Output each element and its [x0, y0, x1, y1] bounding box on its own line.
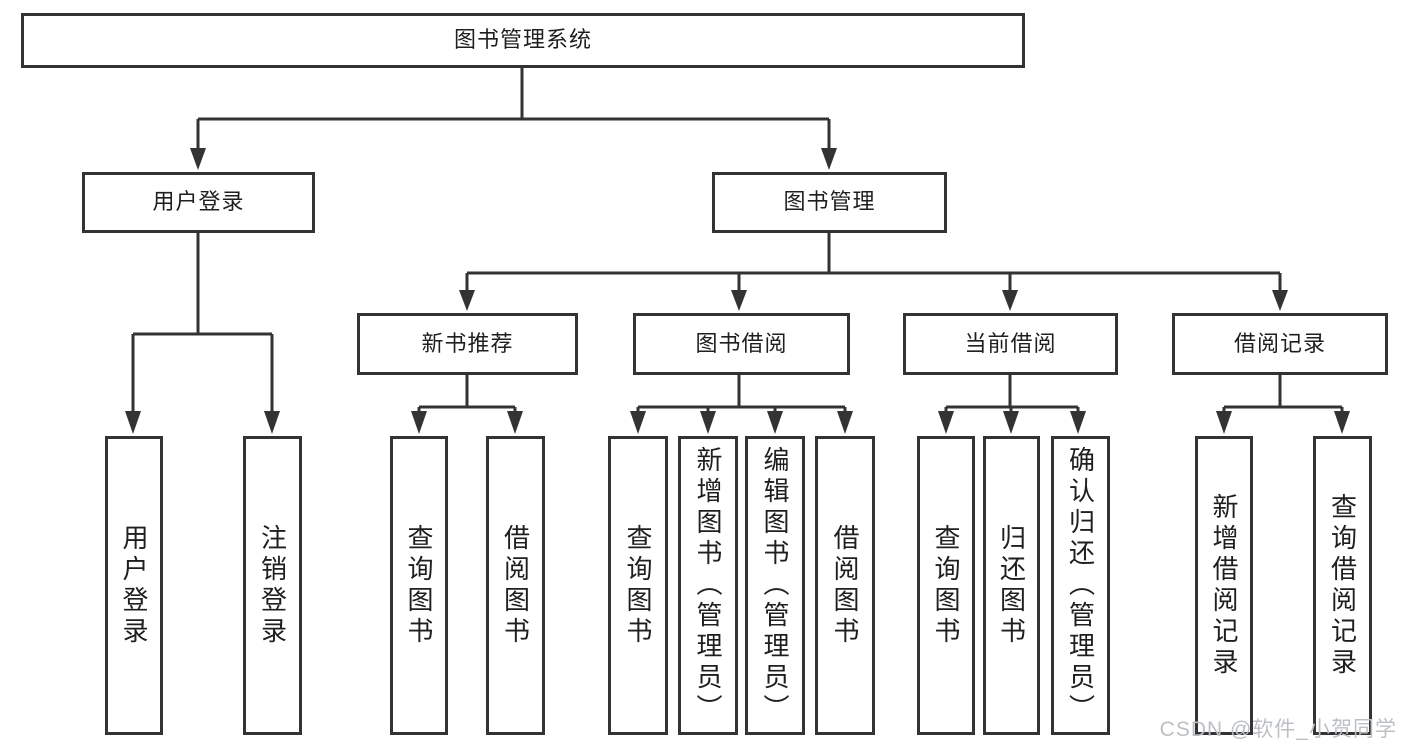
node-book-borrowing: 图书借阅 — [633, 313, 850, 375]
leaf-query-books-borrowing: 查询图书 — [608, 436, 668, 735]
node-library-management-system: 图书管理系统 — [21, 13, 1025, 68]
leaf-add-book-admin: 新增图书（管理员） — [678, 436, 738, 735]
leaf-user-login: 用户登录 — [105, 436, 163, 735]
leaf-confirm-return-admin: 确认归还（管理员） — [1051, 436, 1110, 735]
leaf-edit-book-admin: 编辑图书（管理员） — [745, 436, 805, 735]
node-borrowing-records: 借阅记录 — [1172, 313, 1388, 375]
node-user-login: 用户登录 — [82, 172, 315, 233]
connector-stroke-paths — [131, 68, 1344, 414]
node-book-management: 图书管理 — [712, 172, 947, 233]
leaf-borrow-books-recommend: 借阅图书 — [486, 436, 545, 735]
leaf-query-books-current: 查询图书 — [917, 436, 975, 735]
node-current-borrowing: 当前借阅 — [903, 313, 1118, 375]
leaf-borrow-books-borrowing: 借阅图书 — [815, 436, 875, 735]
leaf-query-borrow-record: 查询借阅记录 — [1313, 436, 1372, 735]
leaf-add-borrow-record: 新增借阅记录 — [1195, 436, 1253, 735]
node-new-book-recommendation: 新书推荐 — [357, 313, 578, 375]
leaf-return-books: 归还图书 — [983, 436, 1040, 735]
leaf-logout: 注销登录 — [243, 436, 302, 735]
arrowhead-paths — [125, 148, 1350, 434]
leaf-query-books-recommend: 查询图书 — [390, 436, 448, 735]
